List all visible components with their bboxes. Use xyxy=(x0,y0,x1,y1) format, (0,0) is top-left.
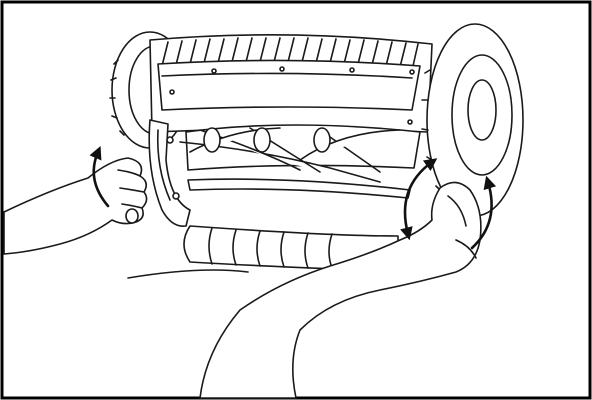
reel-blades xyxy=(180,125,420,198)
mower-housing xyxy=(150,35,432,132)
